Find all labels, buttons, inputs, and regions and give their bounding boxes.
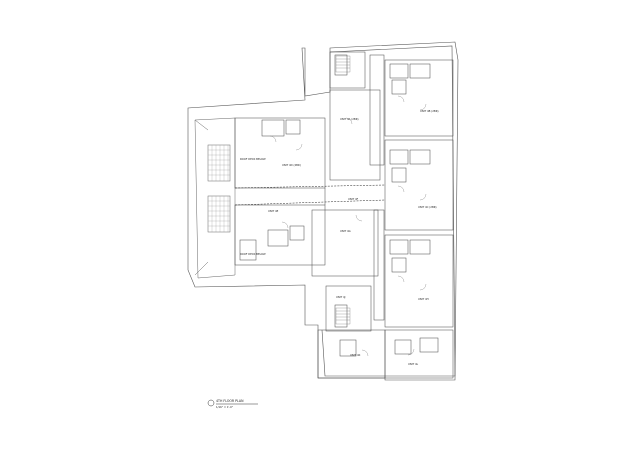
- door-swings: [269, 95, 427, 357]
- deck-note: ROOF DECK BELOW: [240, 157, 266, 161]
- room-label: UNIT 4L: [408, 362, 419, 366]
- drawing-title: 4TH FLOOR PLAN: [216, 399, 244, 403]
- room-label: UNIT 4C (2BR): [418, 205, 437, 209]
- west-wing: [194, 117, 236, 279]
- stairs: [335, 55, 351, 325]
- deck-note: ROOF DECK BELOW: [240, 252, 266, 256]
- interior-walls: [234, 51, 454, 379]
- room-label: UNIT 4D (2BR): [282, 163, 301, 167]
- section-marker-icon: [207, 399, 215, 407]
- room-label: UNIT 4B (2BR): [420, 109, 439, 113]
- room-label: UNIT 4E: [268, 209, 279, 213]
- drawing-scale: 1/16" = 1'-0": [216, 405, 233, 409]
- room-label: UNIT 4H: [418, 297, 429, 301]
- room-label: UNIT 4A (2BR): [340, 117, 359, 121]
- room-label: UNIT 4G: [340, 229, 351, 233]
- drawing-title-block: 4TH FLOOR PLAN 1/16" = 1'-0": [207, 399, 258, 409]
- deck-grids: [208, 145, 230, 232]
- room-labels: UNIT 4A (2BR) UNIT 4B (2BR) UNIT 4C (2BR…: [240, 109, 439, 366]
- room-label: UNIT 4K: [350, 353, 361, 357]
- room-label: UNIT 4J: [336, 295, 346, 299]
- room-label: UNIT 4F: [348, 197, 359, 201]
